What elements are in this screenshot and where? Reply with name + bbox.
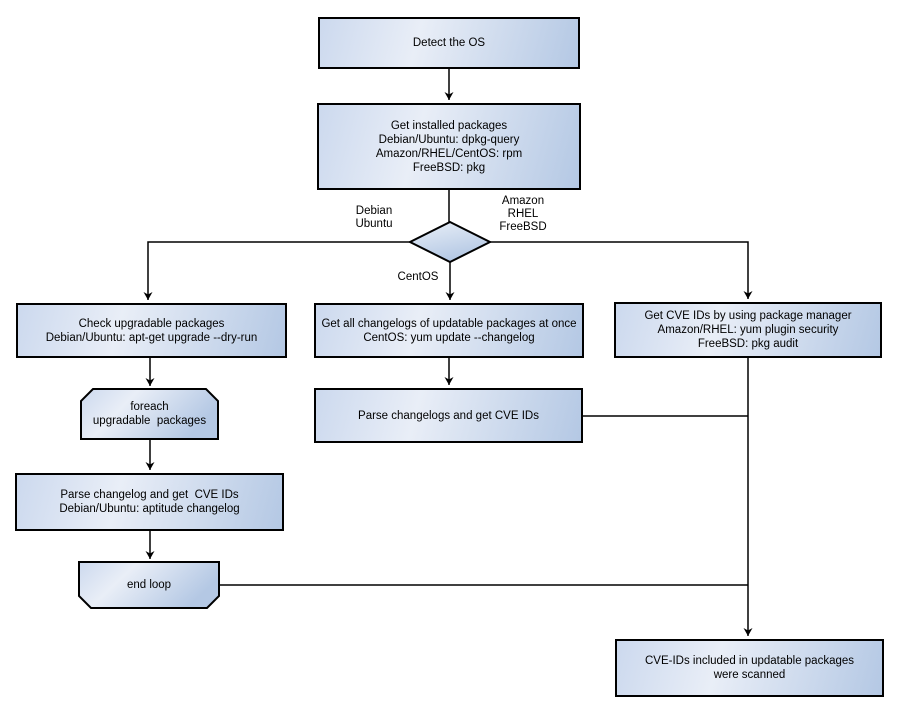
- node-parse-changelog-line: Parse changelog and get CVE IDs: [60, 489, 239, 501]
- node-detect-os: Detect the OS: [318, 17, 580, 69]
- node-get-cve-ids: Get CVE IDs by using package manager Ama…: [614, 302, 882, 358]
- edge-label-ubuntu: Ubuntu: [355, 218, 393, 230]
- edge-label-centos-text: CentOS: [397, 271, 439, 283]
- node-get-cve-ids-line: FreeBSD: pkg audit: [697, 338, 799, 350]
- node-get-changelogs: Get all changelogs of updatable packages…: [314, 303, 584, 358]
- edge-label-rhel: RHEL: [507, 208, 539, 220]
- node-get-cve-ids-line: Amazon/RHEL: yum plugin security: [657, 324, 839, 336]
- node-get-installed-line: Amazon/RHEL/CentOS: rpm: [375, 147, 523, 160]
- edge-label-amazon: Amazon: [501, 195, 545, 207]
- node-get-installed-packages: Get installed packages Debian/Ubuntu: dp…: [317, 103, 581, 190]
- node-check-upgradable-line: Check upgradable packages: [78, 317, 225, 330]
- foreach-loop-shape: [80, 388, 219, 440]
- node-result-line: CVE-IDs included in updatable packages: [644, 655, 855, 667]
- node-check-upgradable-line: Debian/Ubuntu: apt-get upgrade --dry-run: [45, 331, 258, 344]
- node-get-cve-ids-line: Get CVE IDs by using package manager: [644, 310, 852, 322]
- node-foreach-line: foreach: [130, 401, 169, 413]
- node-foreach-loop: foreach upgradable packages: [81, 389, 218, 439]
- node-get-installed-line: Get installed packages: [390, 119, 508, 132]
- end-loop-shape: [78, 561, 220, 609]
- node-parse-changelog: Parse changelog and get CVE IDs Debian/U…: [15, 473, 284, 531]
- node-get-changelogs-line: Get all changelogs of updatable packages…: [321, 317, 577, 330]
- edge-label-amazon-rhel-freebsd: Amazon RHEL FreeBSD: [493, 195, 553, 234]
- edge-label-centos: CentOS: [394, 271, 442, 284]
- node-result: CVE-IDs included in updatable packages w…: [615, 639, 884, 697]
- node-result-line: were scanned: [713, 669, 786, 681]
- edge-label-debian: Debian: [355, 205, 393, 217]
- edge-label-freebsd: FreeBSD: [499, 221, 547, 233]
- node-end-loop: end loop: [79, 562, 219, 608]
- edge-decision-to-get-cve-ids: [490, 241, 753, 299]
- edge-label-debian-ubuntu: Debian Ubuntu: [344, 205, 404, 231]
- node-parse-changelogs-label: Parse changelogs and get CVE IDs: [358, 409, 539, 422]
- node-detect-os-label: Detect the OS: [412, 37, 486, 49]
- node-parse-changelog-line: Debian/Ubuntu: aptitude changelog: [59, 503, 240, 515]
- edge-decision-to-check-upgradable: [143, 241, 410, 300]
- node-foreach-line: upgradable packages: [92, 415, 207, 427]
- node-get-changelogs-line: CentOS: yum update --changelog: [363, 331, 535, 344]
- node-parse-changelogs: Parse changelogs and get CVE IDs: [314, 388, 583, 443]
- node-check-upgradable: Check upgradable packages Debian/Ubuntu:…: [16, 303, 287, 358]
- node-get-installed-line: FreeBSD: pkg: [412, 161, 486, 174]
- node-end-loop-label: end loop: [126, 579, 172, 591]
- node-get-installed-line: Debian/Ubuntu: dpkg-query: [378, 133, 520, 146]
- decision-diamond: [407, 220, 493, 264]
